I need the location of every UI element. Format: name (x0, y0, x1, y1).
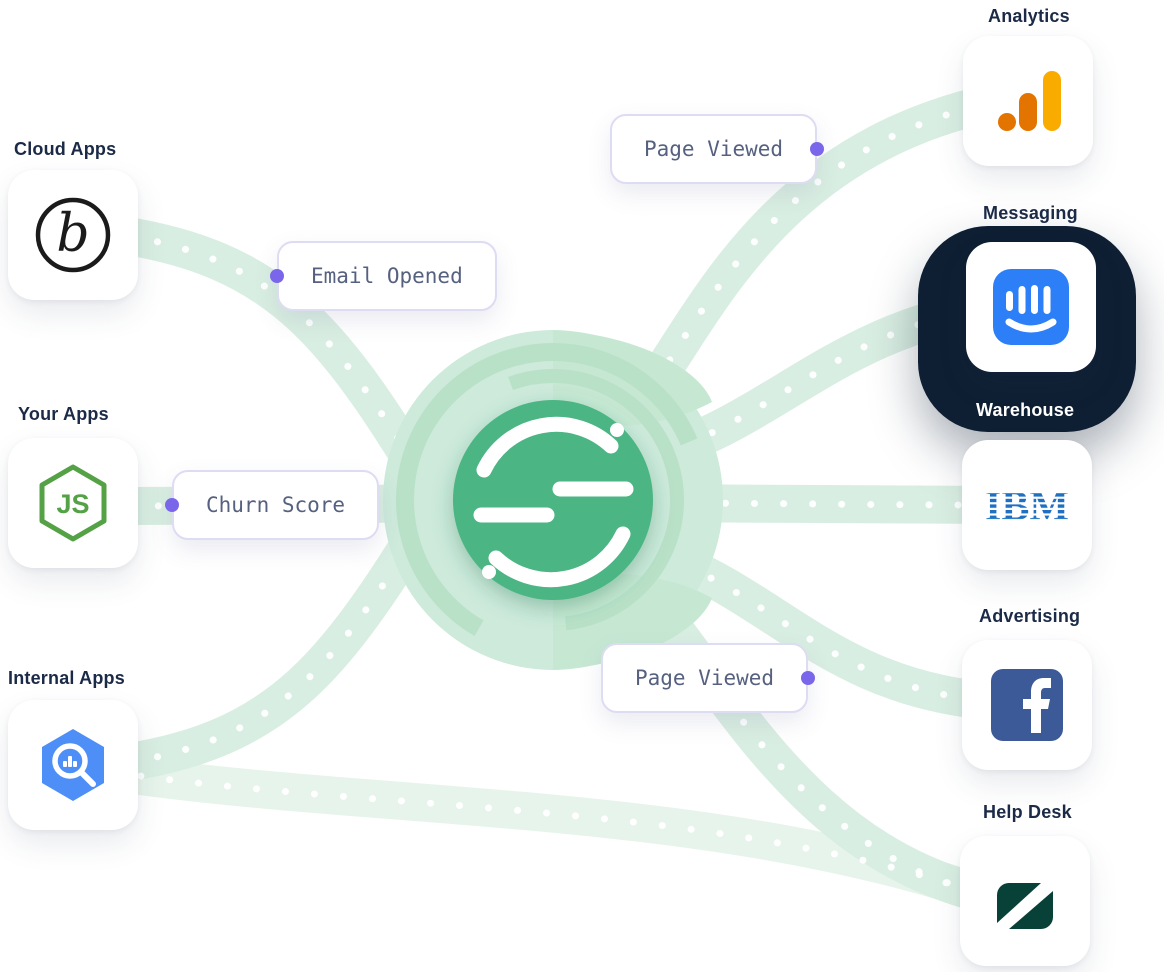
event-pill-churn-score: Churn Score (165, 470, 380, 540)
group-label-advertising: Advertising (979, 606, 1081, 626)
braze-icon: b (35, 197, 111, 273)
event-pill-label: Email Opened (311, 264, 463, 288)
connector-dot (810, 142, 825, 156)
facebook-icon (991, 669, 1063, 741)
svg-text:IBM: IBM (985, 484, 1069, 528)
group-label-analytics: Analytics (988, 6, 1070, 26)
group-label-your-apps: Your Apps (18, 404, 109, 424)
connector-dot (270, 269, 284, 283)
group-label-internal-apps: Internal Apps (8, 668, 125, 688)
event-pill-email-opened: Email Opened (270, 241, 497, 311)
google-analytics-icon (998, 71, 1061, 131)
group-label-help-desk: Help Desk (983, 802, 1072, 822)
segment-logo-dot-bottom (482, 565, 496, 579)
intercom-icon (993, 269, 1069, 345)
app-card-nodejs: JS (8, 438, 138, 568)
event-pill-page-viewed-bottom: Page Viewed (601, 643, 816, 713)
group-label-warehouse: Warehouse (976, 400, 1075, 420)
svg-text:JS: JS (56, 489, 89, 519)
event-pill-label: Page Viewed (644, 137, 784, 161)
group-label-messaging: Messaging (983, 203, 1078, 223)
hub-swirl-arc-outer (396, 343, 711, 657)
ibm-icon: IBM (985, 484, 1069, 528)
segment-logo-dot-top (610, 423, 624, 437)
app-card-ibm: IBM (962, 440, 1092, 570)
group-label-cloud-apps: Cloud Apps (14, 139, 117, 159)
app-card-braze: b (8, 170, 138, 300)
hub-swirl-arc-inner (422, 369, 684, 632)
app-card-zendesk (960, 836, 1090, 966)
app-card-intercom (966, 242, 1096, 372)
hub-wing-bottom (553, 573, 712, 670)
event-pill-label: Churn Score (206, 493, 346, 517)
zendesk-icon (997, 883, 1053, 929)
connector-dot (801, 671, 816, 685)
app-card-bigquery (8, 700, 138, 830)
connector-dot (165, 498, 179, 512)
event-pill-page-viewed-top: Page Viewed (610, 114, 825, 184)
hub-artwork (383, 330, 723, 670)
segment-logo-icon (473, 416, 634, 588)
app-card-facebook (962, 640, 1092, 770)
event-pill-label: Page Viewed (635, 666, 775, 690)
nodejs-icon: JS (39, 464, 107, 542)
facebook-f-glyph (1023, 678, 1051, 733)
app-card-google-analytics (963, 36, 1093, 166)
svg-text:b: b (56, 204, 89, 264)
bigquery-icon (42, 729, 104, 801)
